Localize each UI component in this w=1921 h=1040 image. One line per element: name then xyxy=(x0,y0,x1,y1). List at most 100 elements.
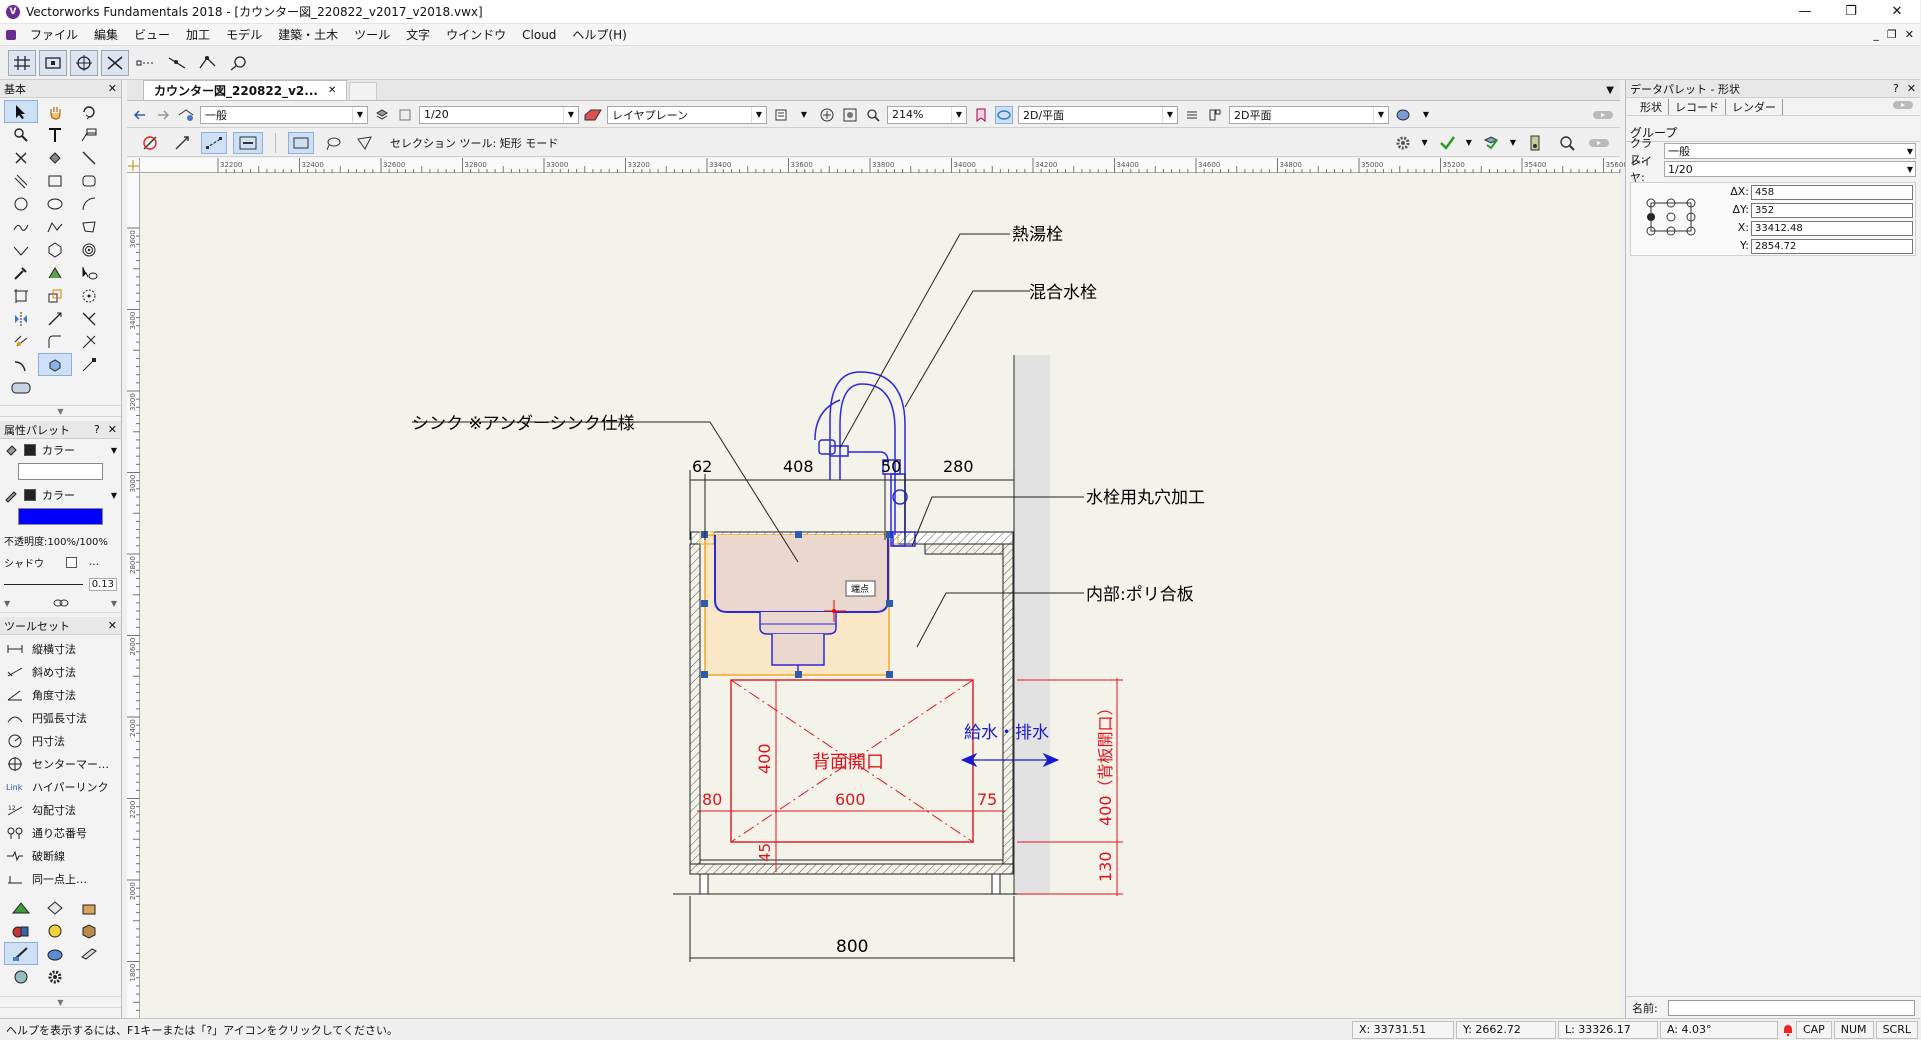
fill-swatch[interactable] xyxy=(24,444,36,456)
doc-menu-icon[interactable] xyxy=(0,29,22,41)
mirror-tool[interactable] xyxy=(4,307,38,330)
faucet[interactable] xyxy=(814,371,916,547)
selection-highlight-dropdown-icon[interactable]: ▼ xyxy=(1509,138,1516,147)
clip-tool[interactable] xyxy=(72,330,106,353)
toolset-group-gear-icon[interactable] xyxy=(38,965,72,988)
toolset-item-break-line[interactable]: 破断線 xyxy=(0,844,121,867)
snap-angle-button[interactable] xyxy=(70,49,98,76)
forward-icon[interactable] xyxy=(154,106,172,124)
eyedropper-tool[interactable] xyxy=(4,261,38,284)
back-opening[interactable] xyxy=(697,678,1123,896)
toolset-item-datum[interactable]: 同一点上… xyxy=(0,867,121,890)
shadow-checkbox[interactable] xyxy=(66,556,77,568)
split-tool[interactable] xyxy=(4,330,38,353)
pen-color-well[interactable] xyxy=(18,508,103,525)
snap-tangent-button[interactable] xyxy=(163,50,191,76)
toolset-item-arc-length-dim[interactable]: 円弧長寸法 xyxy=(0,706,121,729)
lock-object-icon[interactable] xyxy=(233,131,263,154)
basic-palette-collapse[interactable]: ▼ xyxy=(0,405,121,417)
selection-highlight-icon[interactable] xyxy=(1478,132,1504,154)
line-tool[interactable] xyxy=(72,146,106,169)
menu-help[interactable]: ヘルプ(H) xyxy=(572,27,627,42)
menu-modify[interactable]: 加工 xyxy=(186,27,211,42)
dy-field[interactable]: 352 xyxy=(1751,203,1913,218)
menu-window[interactable]: ウインドウ xyxy=(446,27,507,42)
trim-tool[interactable] xyxy=(72,307,106,330)
snap-object-button[interactable] xyxy=(39,49,67,76)
bend-tool[interactable] xyxy=(4,353,38,376)
toolset-group-dimension-icon[interactable] xyxy=(4,942,38,965)
layer-plane-icon[interactable] xyxy=(584,106,602,124)
new-tab-button[interactable] xyxy=(349,82,378,100)
view-2d-icon[interactable] xyxy=(995,105,1013,124)
regular-polygon-tool[interactable] xyxy=(38,238,72,261)
viewbar-expand-icon[interactable] xyxy=(1593,106,1613,124)
snap-distance-button[interactable] xyxy=(132,50,160,76)
menu-edit[interactable]: 編集 xyxy=(94,27,119,42)
layer-visibility-icon[interactable] xyxy=(373,106,391,124)
snap-grid-button[interactable] xyxy=(8,49,36,76)
document-tab[interactable]: カウンター図_220822_v2... ✕ xyxy=(143,80,348,100)
tape-icon[interactable] xyxy=(1522,132,1548,154)
layer-select[interactable]: 1/20▼ xyxy=(1664,161,1916,177)
projection-icon[interactable] xyxy=(1183,106,1201,124)
line-weight-value[interactable]: 0.13 xyxy=(88,577,117,591)
snap-check-icon[interactable] xyxy=(1434,132,1460,154)
drawing-canvas[interactable]: 端点 熱湯栓 xyxy=(140,173,1620,1018)
maximize-button[interactable]: ❐ xyxy=(1845,4,1857,19)
attribute-mapping-tool[interactable] xyxy=(38,146,72,169)
enable-interactive-scaling-icon[interactable] xyxy=(169,132,195,154)
selection-tool[interactable] xyxy=(4,100,38,123)
pen-dropdown-icon[interactable]: ▼ xyxy=(110,490,117,500)
menu-view[interactable]: ビュー xyxy=(134,27,171,42)
snap-smart-point-button[interactable] xyxy=(194,50,222,76)
page-icon[interactable] xyxy=(772,106,790,124)
menu-cloud[interactable]: Cloud xyxy=(522,27,557,42)
text-tool[interactable] xyxy=(38,123,72,146)
snap-edge-button[interactable] xyxy=(225,50,253,76)
pen-swatch[interactable] xyxy=(24,489,36,501)
toolset-item-grid-bubble[interactable]: 通り芯番号 xyxy=(0,821,121,844)
toolset-group-3d-icon[interactable] xyxy=(4,919,38,942)
toolset-item-radial-dim[interactable]: 円寸法 xyxy=(0,729,121,752)
menu-architecture[interactable]: 建築・土木 xyxy=(278,27,339,42)
doc-restore-button[interactable]: ❐ xyxy=(1886,28,1897,41)
lasso-marquee-icon[interactable] xyxy=(320,132,346,154)
toolset-item-oblique-dim[interactable]: 斜め寸法 xyxy=(0,660,121,683)
pan-tool[interactable] xyxy=(38,100,72,123)
fill-dropdown-icon[interactable]: ▼ xyxy=(110,445,117,455)
standard-view-select[interactable]: 2D/平面▼ xyxy=(1018,105,1178,124)
arc-tool[interactable] xyxy=(72,192,106,215)
toolset-group-box-icon[interactable] xyxy=(72,919,106,942)
fillet-tool[interactable] xyxy=(38,307,72,330)
zoom-select[interactable]: 214%▼ xyxy=(887,105,967,124)
class-visibility-icon[interactable] xyxy=(177,106,195,124)
pen-style-label[interactable]: カラー xyxy=(42,489,75,502)
polygonal-marquee-icon[interactable] xyxy=(352,132,378,154)
toolset-item-angular-dim[interactable]: 角度寸法 xyxy=(0,683,121,706)
toolset-close-button[interactable]: ✕ xyxy=(107,619,117,632)
callout-tool[interactable] xyxy=(72,123,106,146)
rectangular-marquee-icon[interactable] xyxy=(288,131,314,154)
page-dropdown-icon[interactable]: ▼ xyxy=(800,110,808,119)
fit-to-objects-icon[interactable] xyxy=(818,106,836,124)
data-palette-help-button[interactable]: ? xyxy=(1892,82,1899,95)
menu-text[interactable]: 文字 xyxy=(406,27,431,42)
active-class-select[interactable]: 一般▼ xyxy=(200,105,368,124)
opacity-label[interactable]: 不透明度:100%/100% xyxy=(4,536,108,548)
delete-tool[interactable] xyxy=(4,146,38,169)
toolset-collapse[interactable]: ▼ xyxy=(0,996,121,1008)
toolset-item-center-mark[interactable]: センターマー… xyxy=(0,752,121,775)
arc-polyline-tool[interactable] xyxy=(4,238,38,261)
toolset-group-furniture-icon[interactable] xyxy=(72,896,106,919)
toolset-item-constrained-dim[interactable]: 縦横寸法 xyxy=(0,637,121,660)
back-icon[interactable] xyxy=(131,106,149,124)
tool-preferences-gear-icon[interactable] xyxy=(1390,132,1416,154)
fill-style-label[interactable]: カラー xyxy=(42,444,75,457)
toolset-group-blob-icon[interactable] xyxy=(38,942,72,965)
data-palette-expand-icon[interactable] xyxy=(1892,100,1914,113)
circle-tool[interactable] xyxy=(4,192,38,215)
rectangle-tool[interactable] xyxy=(38,169,72,192)
drag-line-tool[interactable] xyxy=(72,353,106,376)
